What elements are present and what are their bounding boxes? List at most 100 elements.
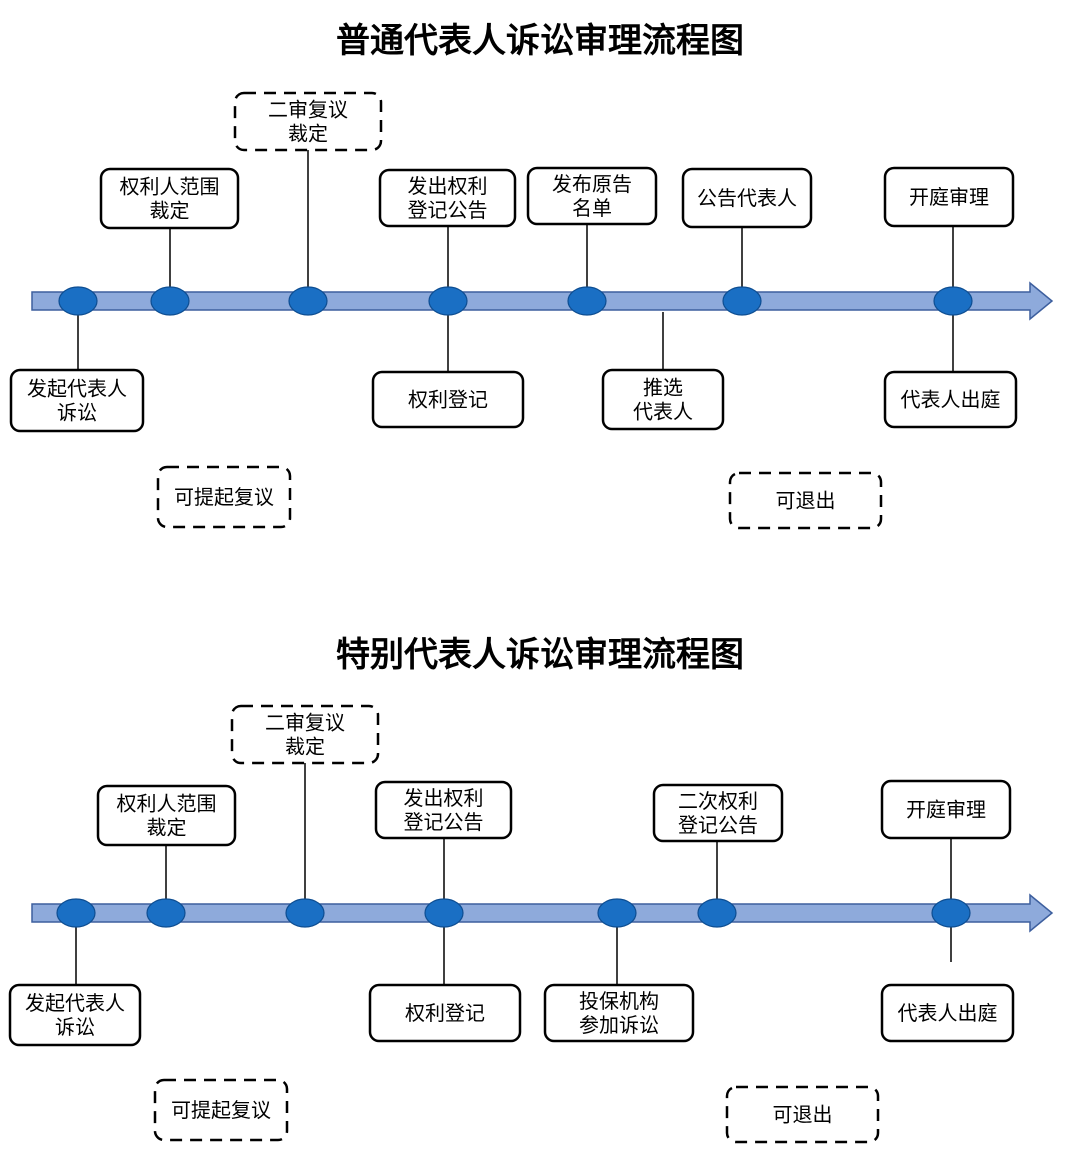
d2-box-trial: 开庭审理 [880,779,1012,840]
d2-timeline-node-1 [56,898,96,928]
d2-box-second-notice-label-2: 登记公告 [678,813,758,837]
d1-box-announce-rep-frame [681,167,813,229]
d1-box-range-ruling-label-2: 裁定 [150,199,190,223]
d2-box-second-notice-frame [652,783,784,843]
d1-box-elect-frame [601,368,725,431]
d1-timeline-node-3 [288,286,328,316]
d1-box-plaintiff-list-label-1: 发布原告 [552,172,632,196]
d1-box-rep-appear-label-1: 代表人出庭 [901,388,1001,412]
d2-box-register-label-1: 权利登记 [405,1001,485,1025]
d1-box-trial-frame [883,166,1015,228]
d1-box-second-review-frame [233,91,383,152]
d2-box-review-frame [153,1078,289,1142]
d1-box-review-label-1: 可提起复议 [174,485,274,509]
d1-box-withdraw-label-1: 可退出 [776,489,836,513]
d2-box-investor-org-label-1: 投保机构 [579,989,659,1013]
d1-timeline-node-7 [933,286,973,316]
d2-box-investor-org-label-2: 参加诉讼 [579,1013,659,1037]
d1-box-rep-appear: 代表人出庭 [883,370,1018,429]
d1-box-review-frame [156,465,292,529]
d2-timeline-node-3 [285,898,325,928]
d1-box-plaintiff-list-label-2: 名单 [572,196,612,220]
d1-box-range-ruling-label-1: 权利人范围 [120,175,220,199]
d1-box-register-label-1: 权利登记 [408,388,488,412]
diagram-1-title: 普通代表人诉讼审理流程图 [336,21,744,61]
d2-box-trial-frame [880,779,1012,840]
d1-box-range-ruling-frame [99,167,240,230]
d1-box-notice-issue-label-1: 发出权利 [408,174,488,198]
d2-box-register: 权利登记 [368,983,522,1043]
d1-box-rep-appear-frame [883,370,1018,429]
d1-box-register-frame [371,370,525,429]
d2-box-rep-appear-frame [880,983,1015,1043]
d1-box-initiate-frame [9,368,145,433]
d2-box-withdraw-label-1: 可退出 [773,1103,833,1127]
d2-box-rep-appear: 代表人出庭 [880,983,1015,1043]
d2-box-review: 可提起复议 [153,1078,289,1142]
d2-box-notice-issue-label-1: 发出权利 [404,786,484,810]
d1-box-notice-issue-frame [378,168,517,228]
d2-timeline-arrow [31,893,1054,933]
d1-box-initiate-label-1: 发起代表人 [27,377,127,401]
d2-box-second-review-label-1: 二审复议 [265,711,345,735]
d1-box-elect-label-2: 代表人 [633,400,693,424]
d2-timeline-node-2 [146,898,186,928]
d2-box-withdraw: 可退出 [725,1085,880,1144]
d1-timeline-node-2 [150,286,190,316]
diagram-2-title: 特别代表人诉讼审理流程图 [336,635,744,675]
d1-box-trial: 开庭审理 [883,166,1015,228]
d2-box-initiate-label-1: 发起代表人 [25,991,125,1015]
d2-box-register-frame [368,983,522,1043]
d2-timeline-node-6 [697,898,737,928]
d2-box-range-ruling-frame [96,784,237,847]
d1-timeline-node-4 [428,286,468,316]
d1-box-register: 权利登记 [371,370,525,429]
d1-box-review: 可提起复议 [156,465,292,529]
d1-box-announce-rep-label-1: 公告代表人 [697,186,797,210]
d2-box-range-ruling-label-1: 权利人范围 [117,792,217,816]
d1-timeline-arrow [31,281,1054,321]
d1-box-withdraw: 可退出 [728,471,883,530]
d2-box-range-ruling-label-2: 裁定 [147,816,187,840]
d2-box-second-review-label-2: 裁定 [285,735,325,759]
d1-box-initiate-label-2: 诉讼 [57,401,97,425]
d2-timeline-node-5 [597,898,637,928]
d1-timeline-node-6 [722,286,762,316]
d1-box-plaintiff-list-frame [526,166,658,226]
d1-box-second-review-label-2: 裁定 [288,122,328,146]
d2-timeline-node-4 [424,898,464,928]
d1-timeline-node-5 [567,286,607,316]
d2-box-second-review-frame [230,704,380,765]
d2-box-investor-org-frame [543,983,695,1043]
d2-box-initiate-label-2: 诉讼 [55,1015,95,1039]
d1-box-trial-label-1: 开庭审理 [909,185,989,209]
d2-box-trial-label-1: 开庭审理 [906,798,986,822]
d1-box-elect-label-1: 推选 [643,376,683,400]
d2-box-initiate-frame [8,983,142,1047]
d2-box-withdraw-frame [725,1085,880,1144]
d2-timeline-node-7 [931,898,971,928]
d2-box-notice-issue-frame [374,780,513,840]
d2-box-rep-appear-label-1: 代表人出庭 [898,1001,998,1025]
d1-box-notice-issue-label-2: 登记公告 [408,198,488,222]
d1-box-announce-rep: 公告代表人 [681,167,813,229]
d2-box-review-label-1: 可提起复议 [171,1098,271,1122]
d2-box-notice-issue-label-2: 登记公告 [404,810,484,834]
d1-box-withdraw-frame [728,471,883,530]
d1-timeline-node-1 [58,286,98,316]
d2-box-second-notice-label-1: 二次权利 [678,789,758,813]
d1-box-second-review-label-1: 二审复议 [268,98,348,122]
